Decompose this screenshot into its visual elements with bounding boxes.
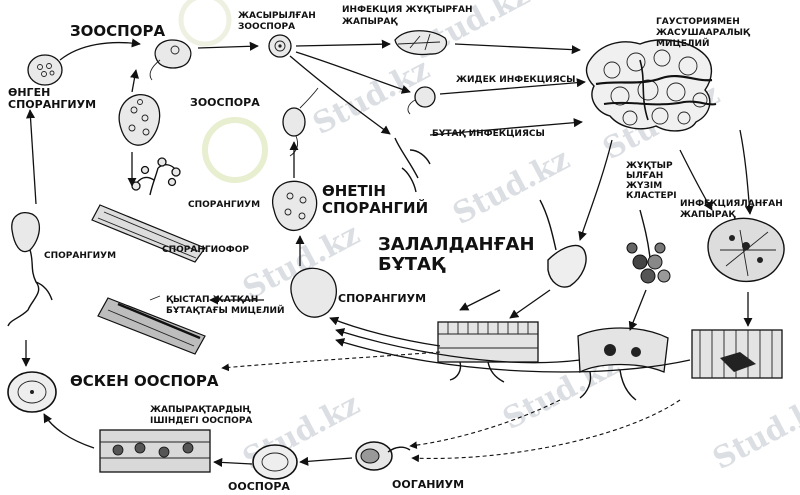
leaf-icon [707,217,785,283]
grape-cluster-icon [626,209,671,284]
label-infected-leaf: ИНФЕКЦИЯ ЖҰҚТЫРҒАН ЖАПЫРАҚ [342,5,473,27]
label-zoospora-mid: ЗООСПОРА [190,96,260,109]
mycelium-icon [97,295,206,355]
watermark: Stud.kz [707,387,800,477]
label-line: ӨНЕТІН [322,182,386,200]
label-sporangiofor: СПОРАНГИОФОР [162,245,249,255]
label-line: БҰТАҚ [378,254,446,275]
label-zoospora-top: ЗООСПОРА [70,22,165,40]
label-line: ЗООСПОРА [238,22,295,32]
mycelium-icon [91,204,206,263]
leaf-section-icon [437,321,539,383]
sporangium-icon [272,180,318,231]
zoospore-icon [282,87,319,157]
label-line: СПОРАНГИЙ [322,198,428,217]
sporangium-icon [118,94,161,146]
label-line: ИНФЕКЦИЯЛАНҒАН [680,199,783,209]
label-line: ЫЛҒАН [626,171,663,181]
watermark: Stud.kz [447,142,575,232]
label-line: КЛАСТЕРІ [626,191,677,201]
leaf-icon [539,199,587,288]
label-line: МИЦЕЛИЙ [656,37,710,49]
leaf-icon [394,137,431,193]
label-zhidek-infection: ЖИДЕК ИНФЕКЦИЯСЫ [456,75,575,85]
label-line: СПОРАНГИУМ [8,98,96,111]
label-line: ЖАСУШААРАЛЫҚ [656,28,751,38]
label-line: ЖАПЫРАҚ [342,17,398,27]
leaf-section-icon [99,429,211,473]
sporangium-icon [290,267,337,318]
label-line: ЖАПЫРАҚ [680,210,736,220]
sporangium-icon [131,157,181,196]
oospore-icon [355,441,411,471]
label-line: ӨНГЕН [8,86,50,99]
label-line: ҚЫСТАП ЖАТҚАН [166,295,258,305]
leaf-section-icon [691,329,783,379]
label-butak-infection: БҰТАҚ ИНФЕКЦИЯСЫ [432,129,545,139]
label-sporangium-left: СПОРАНГИУМ [44,251,116,261]
zoospore-icon [407,86,436,115]
leaf-icon [394,30,448,56]
mycelium-icon [585,39,717,132]
label-oospora: ООСПОРА [228,480,290,493]
label-ooganium: ООГАНИУМ [392,478,464,491]
oospore-icon [7,371,57,413]
label-line: ЖҮЗІМ [626,181,662,191]
sporangium-icon [7,212,53,327]
zoospore-icon [268,34,292,58]
label-line: ЗАЛАЛДАНҒАН [378,234,535,255]
sporangium-icon [27,54,63,86]
label-osken-oospora: ӨСКЕН ООСПОРА [70,372,219,390]
label-sporangium-bottom: СПОРАНГИУМ [338,292,426,305]
cycle-arrows [21,38,754,467]
label-line: ЖАПЫРАҚТАРДЫҢ [150,405,251,415]
label-line: ЖҰҚТЫР [626,161,673,171]
zoospore-icon [149,39,192,81]
label-line: ГАУСТОРИЯМЕН [656,17,740,27]
oospore-icon [252,444,298,480]
label-line: ІШІНДЕГІ ООСПОРА [150,416,252,426]
label-line: БҰТАҚТАҒЫ МИЦЕЛИЙ [166,304,285,316]
leaf-section-icon [577,327,669,401]
label-line: ИНФЕКЦИЯ ЖҰҚТЫРҒАН [342,5,473,15]
label-sporangium-mid: СПОРАНГИУМ [188,200,260,210]
label-line: ЖАСЫРЫЛҒАН [238,11,316,21]
